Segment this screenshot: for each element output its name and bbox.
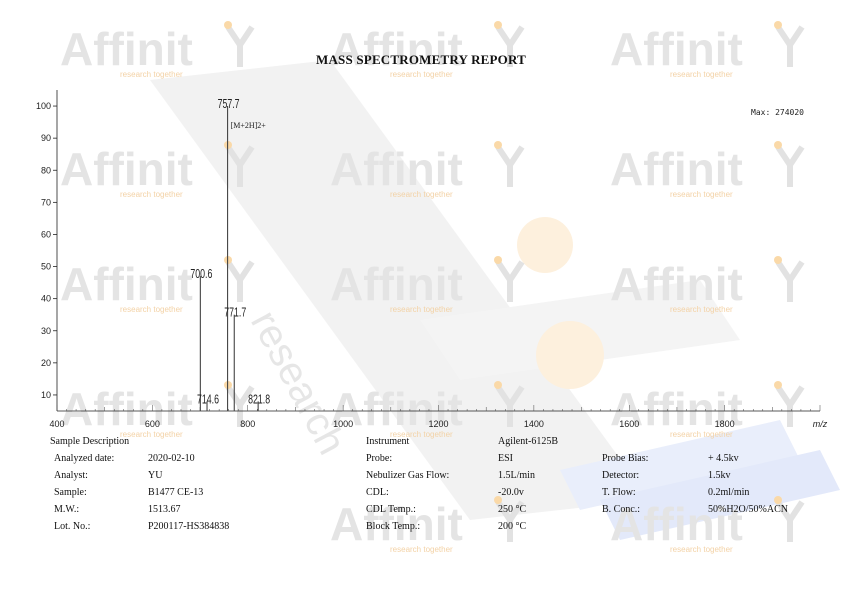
sample-info-value: P200117-HS384838	[148, 521, 230, 532]
instrument-info-key: Probe:	[366, 453, 393, 464]
peak-label: 821.8	[248, 391, 270, 406]
instrument-info-row: CDL: -20.0v	[366, 484, 558, 501]
peaks: 757.7 [M+2H]2+ 700.6 771.7 714.6 821.8	[190, 96, 270, 411]
max-intensity-label: Max: 274020	[751, 108, 804, 117]
method-info-value: 0.2ml/min	[708, 487, 750, 498]
sample-info-key: Lot. No.:	[54, 521, 91, 532]
instrument-info-value: -20.0v	[498, 487, 524, 498]
sample-info-value: YU	[148, 470, 163, 481]
instrument-info-row: CDL Temp.: 250 °C	[366, 501, 558, 518]
y-tick-label: 100	[36, 101, 51, 111]
y-tick-label: 50	[41, 262, 51, 272]
instrument-info-key: CDL Temp.:	[366, 504, 416, 515]
method-info-key: Detector:	[602, 470, 640, 481]
sample-info-key: Analyst:	[54, 470, 88, 481]
instrument-info-row: Probe: ESI	[366, 450, 558, 467]
sample-info-key: M.W.:	[54, 504, 80, 515]
sample-info-row: Lot. No.: P200117-HS384838	[54, 518, 229, 535]
instrument-info-key: Nebulizer Gas Flow:	[366, 470, 450, 481]
instrument-info-value: ESI	[498, 453, 513, 464]
method-info-row: B. Conc.: 50%H2O/50%ACN	[602, 501, 788, 518]
instrument-info-key: Block Temp.:	[366, 521, 421, 532]
sample-info-value: B1477 CE-13	[148, 487, 204, 498]
y-tick-label: 40	[41, 294, 51, 304]
chart-axes	[56, 90, 820, 412]
peak-label: 771.7	[224, 305, 246, 320]
sample-info-row: Analyzed date: 2020-02-10	[54, 450, 229, 467]
report-title: MASS SPECTROMETRY REPORT	[316, 52, 526, 67]
instrument-info-value: Agilent-6125B	[498, 436, 558, 447]
y-tick-label: 30	[41, 326, 51, 336]
y-ticks: 10 20 30 40 50 60 70 80 90 100	[36, 101, 57, 400]
y-tick-label: 20	[41, 358, 51, 368]
instrument-info-panel: Instrument Agilent-6125B Probe: ESI Nebulize…	[366, 433, 558, 535]
method-info-row: T. Flow: 0.2ml/min	[602, 484, 788, 501]
x-tick-label: 1200	[428, 419, 448, 429]
instrument-info-value: 1.5L/min	[498, 470, 535, 481]
instrument-info-row: Instrument Agilent-6125B	[366, 433, 558, 450]
peak-annotation: [M+2H]2+	[231, 121, 267, 130]
sample-info-value: 2020-02-10	[148, 453, 195, 464]
instrument-info-value: 250 °C	[498, 504, 527, 515]
instrument-info-value: 200 °C	[498, 521, 527, 532]
y-tick-label: 90	[41, 133, 51, 143]
instrument-info-key: Instrument	[366, 436, 410, 447]
sample-info-value: 1513.67	[148, 504, 181, 515]
instrument-info-row: Block Temp.: 200 °C	[366, 518, 558, 535]
sample-info-key: Sample:	[54, 487, 87, 498]
y-tick-label: 60	[41, 229, 51, 239]
method-info-value: 1.5kv	[708, 470, 731, 481]
sample-description-heading: Sample Description	[50, 436, 130, 447]
method-info-key: B. Conc.:	[602, 504, 641, 515]
x-tick-label: 1400	[524, 419, 544, 429]
x-tick-label: 400	[49, 419, 64, 429]
sample-info-key: Analyzed date:	[54, 453, 115, 464]
method-info-row: Probe Bias: + 4.5kv	[602, 450, 788, 467]
y-tick-label: 70	[41, 197, 51, 207]
sample-info-row: Sample: B1477 CE-13	[54, 484, 229, 501]
y-tick-label: 10	[41, 390, 51, 400]
method-info-row: Detector: 1.5kv	[602, 467, 788, 484]
sample-info-panel: Sample Description Analyzed date: 2020-02…	[50, 433, 229, 535]
y-tick-label: 80	[41, 165, 51, 175]
x-tick-label: 1000	[333, 419, 353, 429]
x-tick-label: 1800	[715, 419, 735, 429]
instrument-info-key: CDL:	[366, 487, 389, 498]
method-info-key: T. Flow:	[602, 487, 636, 498]
method-info-value: 50%H2O/50%ACN	[708, 504, 788, 515]
peak-label: 700.6	[190, 266, 212, 281]
sample-info-row: Analyst: YU	[54, 467, 229, 484]
x-ticks: 400 600 800 1000 1200 1400 1600 1800 m/z	[49, 405, 828, 429]
peak-label: 714.6	[197, 391, 219, 406]
method-info-key: Probe Bias:	[602, 453, 649, 464]
peak-label: 757.7	[218, 96, 240, 111]
x-tick-label: 800	[240, 419, 255, 429]
x-tick-label: 1600	[619, 419, 639, 429]
x-axis-label: m/z	[813, 419, 828, 429]
method-info-value: + 4.5kv	[708, 453, 739, 464]
x-tick-label: 600	[145, 419, 160, 429]
instrument-info-row: Nebulizer Gas Flow: 1.5L/min	[366, 467, 558, 484]
sample-info-row: M.W.: 1513.67	[54, 501, 229, 518]
